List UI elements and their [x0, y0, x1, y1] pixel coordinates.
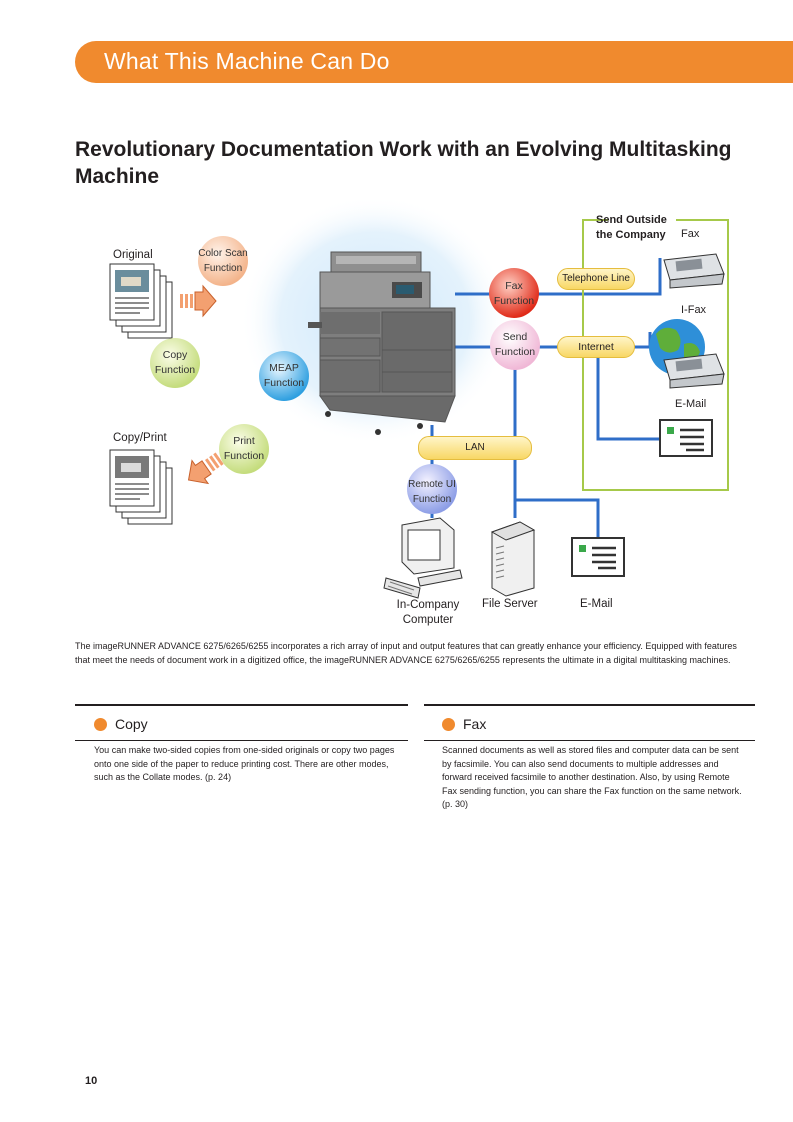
print-arrow-icon: [187, 452, 224, 485]
copy-section-title: Copy: [115, 716, 148, 732]
color-scan-bubble: [198, 236, 248, 286]
print-bubble: [219, 424, 269, 474]
email-right-label: E-Mail: [675, 398, 707, 410]
scan-arrow-icon: [180, 284, 217, 318]
fax-section-top-rule: [424, 704, 755, 706]
print-function-label: Print Function: [223, 435, 265, 462]
fax-bubble: [489, 268, 539, 318]
send-outside-box: [582, 219, 729, 491]
color-scan-label: Color Scan Function: [198, 248, 248, 274]
fax-machine-icon: [663, 253, 725, 289]
send-function-label: Send Function: [494, 331, 536, 358]
intro-paragraph: The imageRUNNER ADVANCE 6275/6265/6255 i…: [75, 641, 737, 665]
multifunction-printer-icon: [308, 251, 456, 435]
file-server-icon: [490, 521, 536, 597]
fax-section-title: Fax: [463, 716, 487, 732]
file-server-label: File Server: [482, 598, 538, 610]
lan-pill: LAN: [418, 436, 532, 460]
section-title: What This Machine Can Do: [104, 48, 390, 74]
ifax-machine-icon: [663, 353, 725, 389]
copy-function-label: Copy Function: [154, 349, 196, 376]
copy-print-label: Copy/Print: [113, 432, 167, 444]
computer-icon: [383, 517, 463, 599]
fax-bullet-icon: [442, 718, 455, 731]
original-label: Original: [113, 249, 153, 261]
ifax-label: I-Fax: [681, 304, 707, 316]
meap-bubble: [259, 351, 309, 401]
diagram-graphics: [109, 200, 729, 599]
copy-section-rule: [75, 740, 408, 741]
email-right-icon: [659, 419, 713, 457]
section-banner: [75, 41, 793, 83]
remote-ui-bubble: [407, 464, 457, 514]
original-documents-icon: [109, 263, 173, 339]
telephone-line-pill: Telephone Line: [557, 268, 635, 290]
copy-bubble: [150, 338, 200, 388]
copy-section-body: You can make two-sided copies from one-s…: [94, 745, 395, 782]
internet-pill: Internet: [557, 336, 635, 358]
send-bubble: [490, 320, 540, 370]
meap-function-label: MEAP Function: [263, 362, 305, 389]
copy-print-documents-icon: [109, 449, 173, 525]
email-bottom-label: E-Mail: [580, 598, 613, 610]
send-outside-label: Send Outside the Company: [596, 214, 667, 241]
in-company-computer-label: In-Company Computer: [396, 599, 460, 626]
page-number: 10: [85, 1075, 98, 1087]
fax-function-label: Fax Function: [493, 280, 535, 307]
fax-section-body: Scanned documents as well as stored file…: [442, 745, 742, 809]
system-diagram: Original Copy/Print Color Scan Function …: [0, 200, 793, 640]
fax-label: Fax: [681, 228, 700, 240]
page-headline: Revolutionary Documentation Work with an…: [75, 138, 732, 188]
copy-bullet-icon: [94, 718, 107, 731]
copy-section-top-rule: [75, 704, 408, 706]
email-bottom-icon: [571, 537, 625, 577]
fax-section-rule: [424, 740, 755, 741]
remote-ui-function-label: Remote UI Function: [408, 479, 456, 505]
